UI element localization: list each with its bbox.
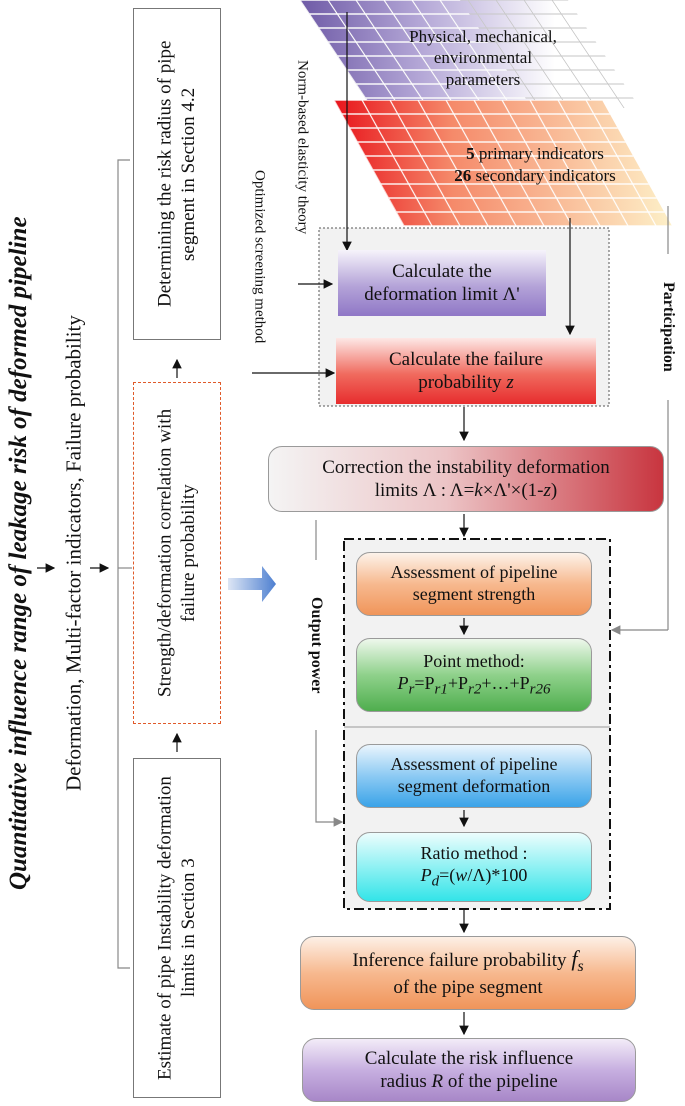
screening-label: Optimized screening method [251,170,268,344]
grid1-parameters-text: Physical, mechanical, environmental para… [368,18,598,98]
inference-line2: of the pipe segment [393,977,543,999]
grid1-line1: Physical, mechanical, [409,27,557,47]
instability-section-box: Estimate of pipe Instability deformation… [133,758,221,1098]
ratio-method-line1: Ratio method : [420,843,528,864]
inference-box: Inference failure probability fs of the … [300,936,636,1010]
risk-radius-section-box: Determining the risk radius of pipe segm… [133,8,221,340]
failure-probability-box: Calculate the failure probability z [336,338,596,404]
ratio-method-box: Ratio method : Pd=(w/Λ)*100 [356,832,592,902]
deformation-limit-line2: deformation limit Λ' [364,284,520,305]
correction-box: Correction the instability deformation l… [268,446,664,512]
point-method-box: Point method: Pr=Pr1+Pr2+…+Pr26 [356,638,592,712]
grid2-indicators-text: 5 primary indicators 26 secondary indica… [420,138,650,192]
deformation-limit-line1: Calculate the [392,260,492,282]
correction-line2: limits Λ : Λ=k×Λ'×(1-z) [374,480,558,501]
failure-probability-line2: probability z [418,372,514,393]
grid1-line2: environmental [433,48,533,68]
participation-label: Participation [656,254,680,400]
correction-line1: Correction the instability deformation [322,456,610,478]
secondary-indicators: 26 secondary indicators [454,166,616,185]
norm-elasticity-label: Norm-based elasticity theory [294,60,311,235]
correlation-box: Strength/deformation correlation with fa… [133,382,221,724]
grid1-line3: parameters [445,69,521,89]
deformation-assessment-box: Assessment of pipeline segment deformati… [356,744,592,808]
risk-radius-line1: Calculate the risk influence [364,1047,574,1069]
risk-radius-line2: radius R of the pipeline [380,1071,558,1092]
inference-line1: Inference failure probability fs [352,946,584,976]
strength-assessment-box: Assessment of pipeline segment strength [356,552,592,616]
point-method-line1: Point method: [423,651,525,672]
flow-arrow [228,566,276,602]
primary-indicators: 5 primary indicators [466,143,604,163]
deformation-limit-box: Calculate the deformation limit Λ' [338,250,546,316]
point-method-formula: Pr=Pr1+Pr2+…+Pr26 [397,673,551,698]
failure-probability-line1: Calculate the failure [388,348,544,370]
ratio-method-formula: Pd=(w/Λ)*100 [420,865,528,890]
risk-radius-box: Calculate the risk influence radius R of… [302,1038,636,1102]
output-power-label: Output power [304,560,328,730]
